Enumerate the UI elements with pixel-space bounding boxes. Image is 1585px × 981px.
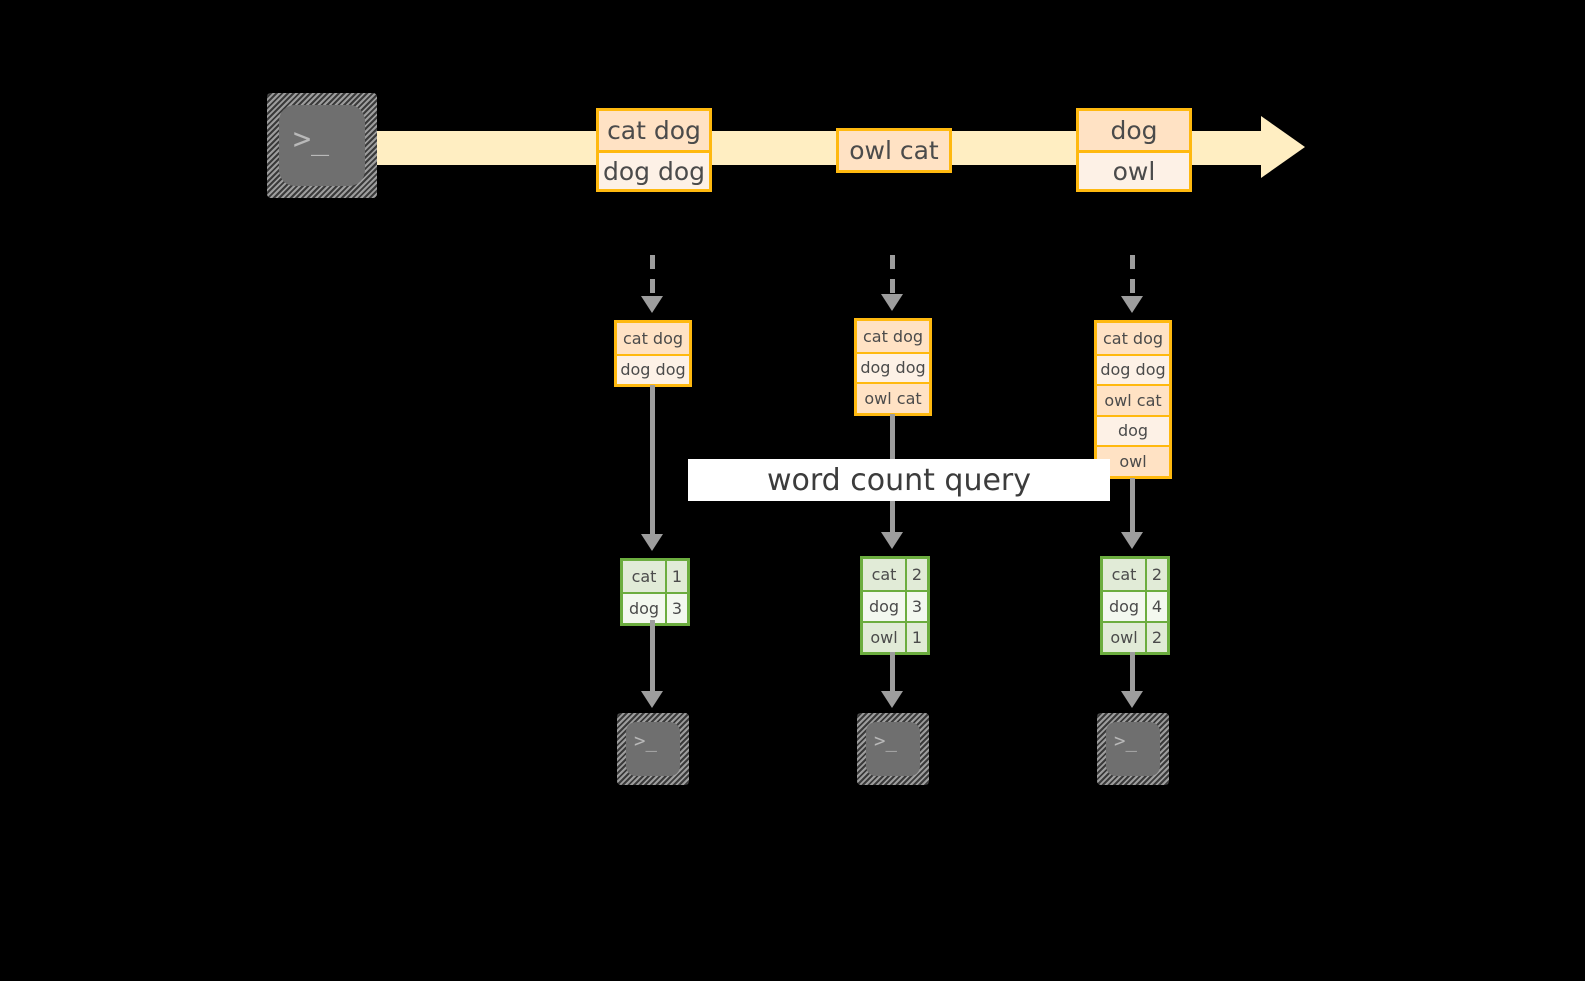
result-count: 3 [905,592,927,621]
stream-event-line: dog [1079,111,1189,150]
input-table-2[interactable]: cat dog dog dog owl cat [854,318,932,416]
input-table-3[interactable]: cat dog dog dog owl cat dog owl [1094,320,1172,479]
input-table-row: cat dog [1097,323,1169,354]
query-connector-arrowhead-1 [641,534,663,551]
sink-connector-arrowhead-2 [881,691,903,708]
snapshot-connector-arrowhead-2 [881,294,903,311]
sink-connector-arrowhead-1 [641,691,663,708]
result-table-2[interactable]: cat 2 dog 3 owl 1 [860,556,930,655]
input-table-row: cat dog [617,323,689,354]
query-label: word count query [688,459,1110,501]
source-terminal-icon[interactable]: >_ [267,93,377,198]
result-row: dog 3 [623,592,687,623]
stream-band-arrowhead [1261,116,1305,178]
input-table-row: dog [1097,414,1169,445]
query-connector-arrowhead-2 [881,532,903,549]
result-row: owl 1 [863,621,927,652]
stream-event-line: cat dog [599,111,709,150]
terminal-prompt-glyph: >_ [874,730,897,752]
result-word: owl [1103,623,1145,652]
sink-connector-3 [1130,652,1135,692]
snapshot-connector-dashed-3 [1130,255,1135,295]
terminal-face [626,722,680,776]
result-row: cat 2 [863,559,927,590]
result-word: cat [1103,559,1145,590]
result-word: cat [623,561,665,592]
snapshot-connector-dashed-2 [890,255,895,293]
terminal-face [866,722,920,776]
result-word: dog [1103,592,1145,621]
result-count: 2 [1145,559,1167,590]
result-row: cat 1 [623,561,687,592]
stream-event-box-3[interactable]: dog owl [1076,108,1192,192]
result-count: 2 [1145,623,1167,652]
result-word: owl [863,623,905,652]
sink-connector-1 [650,620,655,692]
result-count: 2 [905,559,927,590]
result-table-3[interactable]: cat 2 dog 4 owl 2 [1100,556,1170,655]
result-count: 1 [905,623,927,652]
input-table-1[interactable]: cat dog dog dog [614,320,692,387]
input-table-row: dog dog [1097,353,1169,384]
result-row: owl 2 [1103,621,1167,652]
stream-event-line: dog dog [599,150,709,189]
query-connector-arrowhead-3 [1121,532,1143,549]
terminal-prompt-glyph: >_ [1114,730,1137,752]
snapshot-connector-arrowhead-3 [1121,296,1143,313]
sink-terminal-icon-1[interactable]: >_ [617,713,689,785]
snapshot-connector-arrowhead-1 [641,296,663,313]
input-table-row: owl cat [1097,384,1169,415]
query-connector-1 [650,385,655,535]
query-connector-3 [1130,478,1135,533]
sink-terminal-icon-3[interactable]: >_ [1097,713,1169,785]
input-table-row: owl cat [857,382,929,413]
result-count: 3 [665,594,687,623]
query-label-text: word count query [766,462,1032,498]
terminal-face [1106,722,1160,776]
stream-event-box-2[interactable]: owl cat [836,128,952,173]
result-table-1[interactable]: cat 1 dog 3 [620,558,690,626]
stream-event-line: owl [1079,150,1189,189]
result-word: dog [863,592,905,621]
result-word: dog [623,594,665,623]
input-table-row: dog dog [617,353,689,384]
stream-event-box-1[interactable]: cat dog dog dog [596,108,712,192]
result-row: cat 2 [1103,559,1167,590]
result-count: 1 [665,561,687,592]
snapshot-connector-dashed-1 [650,255,655,295]
result-word: cat [863,559,905,590]
sink-connector-arrowhead-3 [1121,691,1143,708]
result-count: 4 [1145,592,1167,621]
terminal-prompt-glyph: >_ [634,730,657,752]
input-table-row: dog dog [857,351,929,382]
input-table-row: cat dog [857,321,929,352]
sink-terminal-icon-2[interactable]: >_ [857,713,929,785]
sink-connector-2 [890,652,895,692]
terminal-prompt-glyph: >_ [293,122,330,157]
result-row: dog 3 [863,590,927,621]
result-row: dog 4 [1103,590,1167,621]
stream-event-line: owl cat [839,131,949,170]
terminal-face [279,105,365,186]
